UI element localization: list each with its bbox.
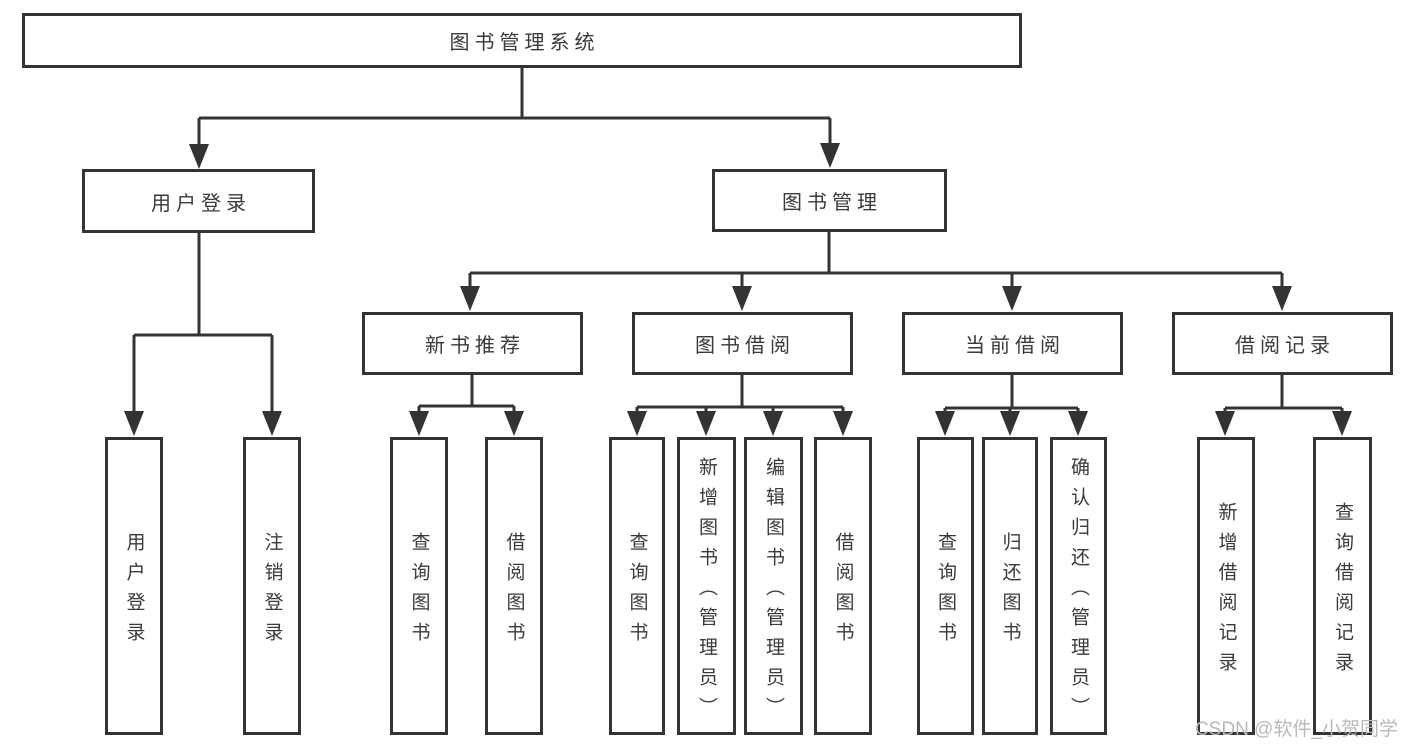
- leaf-query-books-current-label: 查询图书: [935, 531, 956, 652]
- leaf-borrow-books: 借阅图书: [814, 437, 872, 735]
- leaf-user-login: 用户登录: [105, 437, 163, 735]
- leaf-return-books-label: 归还图书: [999, 531, 1021, 652]
- leaf-edit-books-admin: 编辑图书（管理员）: [744, 437, 803, 735]
- leaf-query-borrow-record: 查询借阅记录: [1313, 437, 1372, 735]
- node-current-borrow: 当前借阅: [902, 312, 1123, 375]
- leaf-query-books-recommend-label: 查询图书: [408, 531, 430, 652]
- node-book-borrow: 图书借阅: [632, 312, 853, 375]
- leaf-confirm-return-admin-label: 确认归还（管理员）: [1068, 456, 1089, 727]
- leaf-logout-label: 注销登录: [261, 531, 283, 652]
- node-borrow-records-label: 借阅记录: [1235, 335, 1335, 357]
- node-user-login-label: 用户登录: [151, 192, 251, 215]
- leaf-query-borrow-record-label: 查询借阅记录: [1332, 501, 1353, 682]
- node-new-book-recommend-label: 新书推荐: [425, 335, 525, 357]
- node-root-label: 图书管理系统: [449, 32, 600, 54]
- leaf-edit-books-admin-label: 编辑图书（管理员）: [763, 456, 784, 727]
- leaf-return-books: 归还图书: [982, 437, 1038, 735]
- leaf-add-books-admin-label: 新增图书（管理员）: [696, 456, 717, 727]
- node-book-management: 图书管理: [712, 169, 947, 232]
- node-book-borrow-label: 图书借阅: [695, 335, 795, 357]
- leaf-user-login-label: 用户登录: [123, 531, 145, 652]
- node-user-login: 用户登录: [82, 169, 315, 233]
- leaf-add-borrow-record: 新增借阅记录: [1197, 437, 1255, 735]
- leaf-borrow-books-recommend-label: 借阅图书: [503, 531, 525, 652]
- node-borrow-records: 借阅记录: [1172, 312, 1393, 375]
- leaf-query-books-borrow-label: 查询图书: [626, 531, 648, 652]
- leaf-confirm-return-admin: 确认归还（管理员）: [1050, 437, 1107, 735]
- leaf-query-books-recommend: 查询图书: [390, 437, 448, 735]
- leaf-add-borrow-record-label: 新增借阅记录: [1215, 501, 1237, 682]
- node-new-book-recommend: 新书推荐: [362, 312, 583, 375]
- leaf-borrow-books-recommend: 借阅图书: [485, 437, 543, 735]
- watermark: CSDN @软件_小贺同学: [1195, 719, 1398, 740]
- node-root: 图书管理系统: [22, 13, 1022, 68]
- leaf-logout: 注销登录: [243, 437, 301, 735]
- leaf-borrow-books-label: 借阅图书: [832, 531, 854, 652]
- leaf-query-books-borrow: 查询图书: [609, 437, 665, 735]
- leaf-add-books-admin: 新增图书（管理员）: [677, 437, 736, 735]
- node-current-borrow-label: 当前借阅: [965, 335, 1065, 357]
- node-book-management-label: 图书管理: [782, 192, 882, 214]
- leaf-query-books-current: 查询图书: [917, 437, 974, 735]
